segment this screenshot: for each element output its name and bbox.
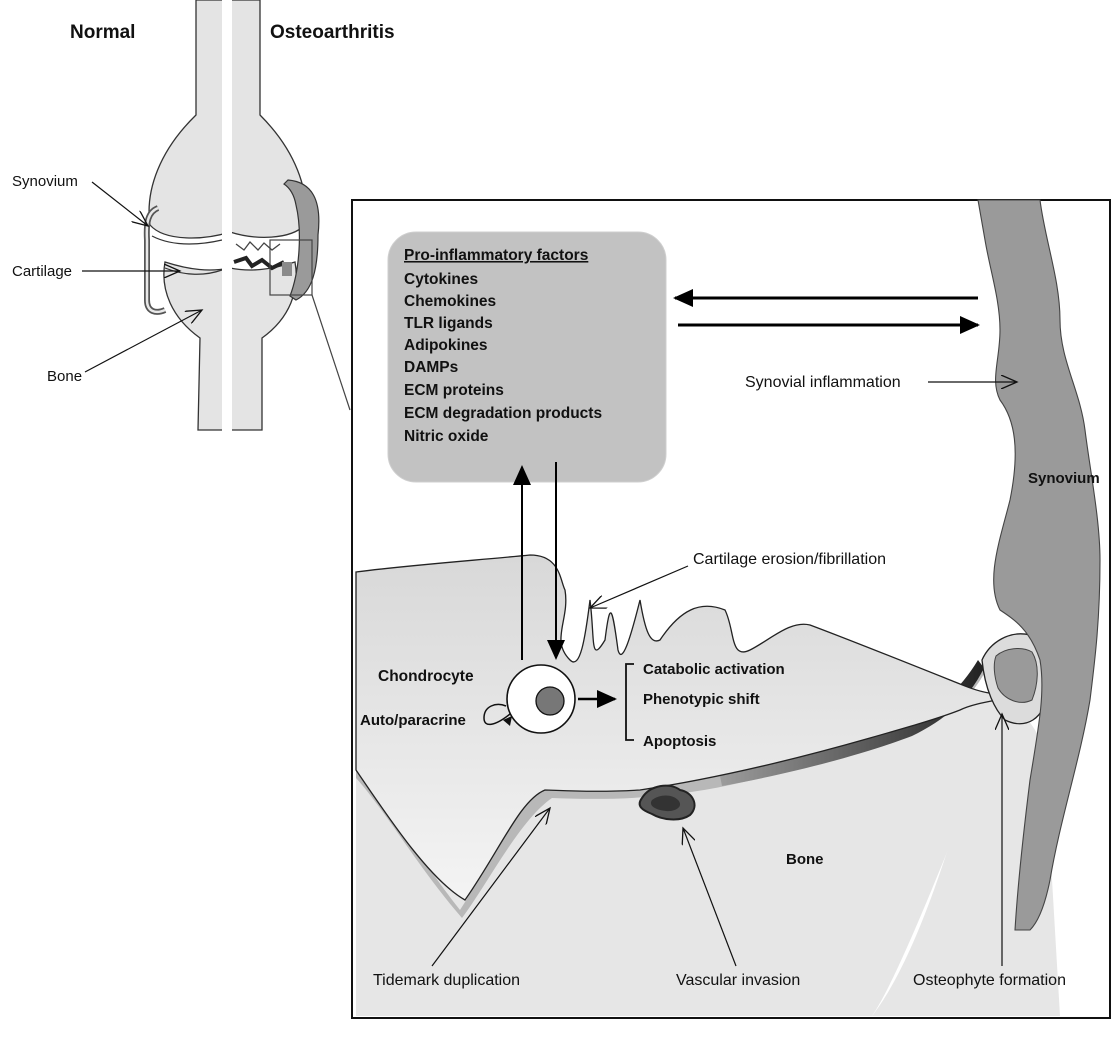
factor-item: Adipokines bbox=[404, 337, 488, 354]
knee-overview: Normal Osteoarthritis Synovium Cartilage… bbox=[12, 0, 395, 432]
knee-divider bbox=[222, 0, 232, 432]
zoom-line bbox=[312, 295, 350, 410]
oa-cartilage-damage bbox=[234, 258, 284, 268]
outcome-phenotypic: Phenotypic shift bbox=[643, 691, 760, 708]
synovium-pointer bbox=[92, 182, 148, 226]
synovium-detail-label: Synovium bbox=[1028, 470, 1100, 487]
factor-item: TLR ligands bbox=[404, 315, 493, 332]
oa-osteophyte-small bbox=[282, 262, 292, 276]
factor-item: DAMPs bbox=[404, 359, 458, 376]
bone-detail-label: Bone bbox=[786, 851, 824, 868]
autoparacrine-label: Auto/paracrine bbox=[360, 712, 466, 729]
tidemark-label: Tidemark duplication bbox=[373, 972, 520, 989]
factor-item: Nitric oxide bbox=[404, 428, 489, 445]
knee-bone-label: Bone bbox=[47, 368, 82, 385]
chondrocyte-nucleus bbox=[536, 687, 564, 715]
factor-item: Cytokines bbox=[404, 271, 478, 288]
outcome-apoptosis: Apoptosis bbox=[643, 733, 716, 750]
bone-pointer bbox=[85, 310, 202, 372]
factors-title: Pro-inflammatory factors bbox=[404, 247, 588, 264]
cartilage-erosion-label: Cartilage erosion/fibrillation bbox=[693, 551, 886, 568]
oa-cartilage-erosion bbox=[236, 242, 280, 250]
outcome-catabolic: Catabolic activation bbox=[643, 661, 785, 678]
factor-item: ECM degradation products bbox=[404, 405, 602, 422]
knee-cartilage-label: Cartilage bbox=[12, 263, 72, 280]
detail-panel: Pro-inflammatory factors Cytokines Chemo… bbox=[352, 200, 1110, 1018]
knee-synovium-label: Synovium bbox=[12, 173, 78, 190]
chondrocyte-cell bbox=[507, 665, 575, 733]
chondrocyte-label: Chondrocyte bbox=[378, 668, 474, 685]
factor-item: Chemokines bbox=[404, 293, 496, 310]
osteophyte-label: Osteophyte formation bbox=[913, 972, 1066, 989]
osteoarthritis-label: Osteoarthritis bbox=[270, 22, 395, 43]
factor-item: ECM proteins bbox=[404, 382, 504, 399]
normal-label: Normal bbox=[70, 22, 135, 43]
vascular-invasion-label: Vascular invasion bbox=[676, 972, 800, 989]
synovial-inflammation-label: Synovial inflammation bbox=[745, 374, 901, 391]
